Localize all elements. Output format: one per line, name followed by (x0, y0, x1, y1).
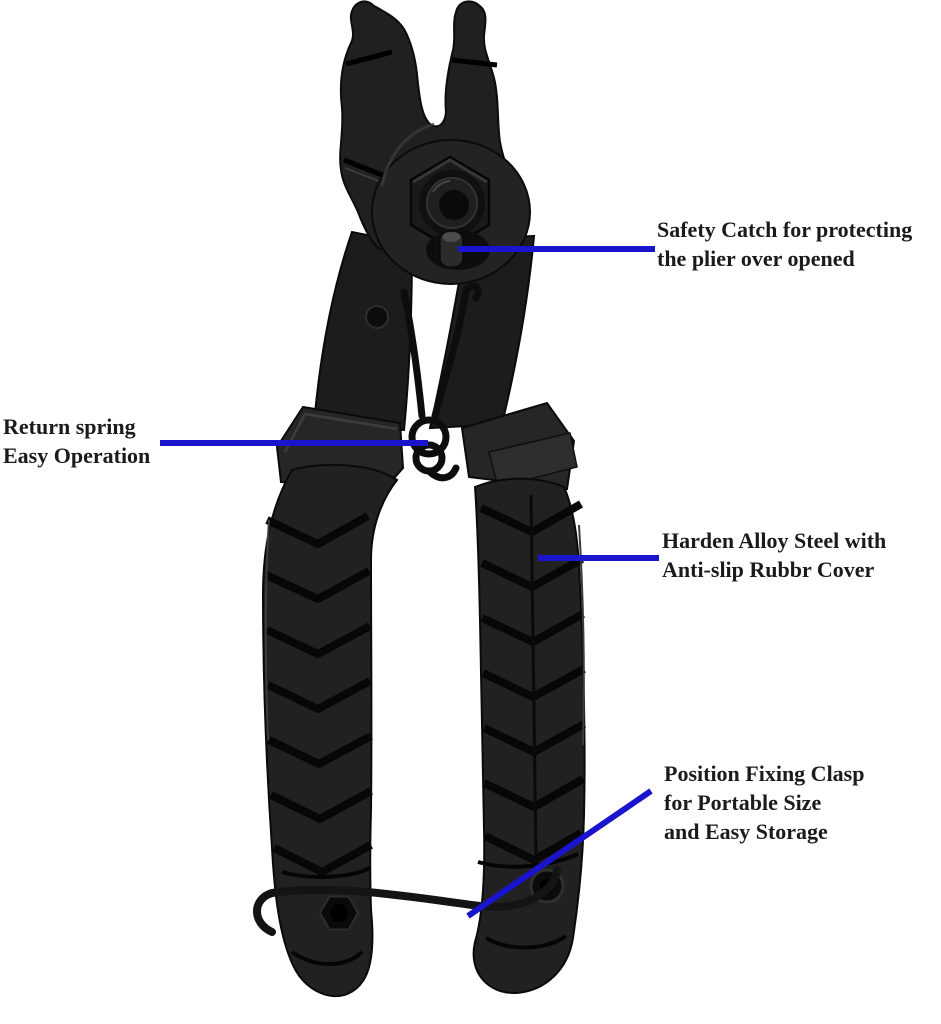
jaw-groove-right-tip (451, 57, 498, 68)
left-handle-hex-hole-center (330, 904, 348, 922)
safety-catch-pin-highlight (442, 232, 461, 242)
right-bulb-seam-top (477, 852, 579, 869)
annotation-return-spring-line1: Return spring (3, 414, 136, 439)
left-handle (261, 463, 399, 998)
left-bulb-seam-bottom (290, 950, 364, 966)
annotation-safety-catch-line1: Safety Catch for protecting (657, 217, 913, 242)
annotation-alloy-steel-line2: Anti-slip Rubbr Cover (662, 557, 875, 582)
left-handle-edge-highlight (264, 519, 270, 741)
annotation-return-spring: Return spring Easy Operation (3, 412, 150, 470)
annotation-alloy-steel: Harden Alloy Steel with Anti-slip Rubbr … (662, 526, 886, 584)
annotation-fixing-clasp-line2: for Portable Size (664, 790, 822, 815)
right-handle-edge-highlight (578, 524, 585, 746)
pivot-bolt-facet (412, 158, 488, 184)
annotation-safety-catch-line2: the plier over opened (657, 246, 855, 271)
callout-line-fixing-clasp (466, 788, 653, 919)
return-spring (400, 282, 482, 482)
annotation-safety-catch: Safety Catch for protecting the plier ov… (657, 215, 912, 273)
right-handle-center-groove (529, 494, 538, 859)
pivot-plate-highlight (380, 122, 435, 187)
right-collar-pad (488, 432, 578, 488)
left-handle-treads (264, 512, 373, 876)
fixing-clasp-wire (253, 866, 561, 936)
annotation-alloy-steel-line1: Harden Alloy Steel with (662, 528, 887, 553)
left-collar-facet (283, 412, 398, 453)
annotation-return-spring-line2: Easy Operation (3, 443, 151, 468)
right-bulb-seam-bottom (484, 934, 568, 950)
left-bulb-seam-top (281, 866, 371, 879)
annotation-fixing-clasp: Position Fixing Clasp for Portable Size … (664, 759, 864, 846)
callout-lines (160, 246, 659, 919)
annotation-fixing-clasp-line1: Position Fixing Clasp (664, 761, 865, 786)
shank-rivet (365, 305, 389, 329)
pivot-bolt-shine (432, 180, 451, 193)
jaw-groove-left-tip (345, 49, 393, 67)
pivot-bolt-center (439, 190, 469, 220)
annotation-fixing-clasp-line3: and Easy Storage (664, 819, 828, 844)
